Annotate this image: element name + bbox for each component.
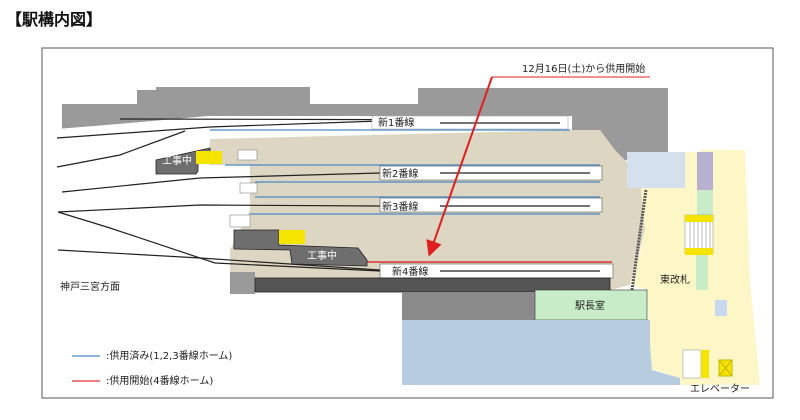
building-north: [62, 87, 680, 160]
legend-label-2: :供用開始(4番線ホーム): [106, 374, 213, 387]
room-small: [715, 300, 727, 316]
direction-label: 神戸三宮方面: [60, 280, 120, 293]
concourse: [627, 150, 760, 385]
legend-label-1: :供用済み(1,2,3番線ホーム): [106, 349, 232, 362]
legend: :供用済み(1,2,3番線ホーム) :供用開始(4番線ホーム): [72, 349, 232, 387]
escalator-icon: [196, 151, 222, 164]
tracks: [56, 118, 561, 272]
platform-3-label: 新3番線: [382, 200, 418, 213]
platform-1-label: 新1番線: [378, 116, 414, 129]
platform-2: 新2番線: [225, 164, 603, 183]
construction-label-2: 工事中: [307, 249, 337, 262]
platform-3: 新3番線: [250, 196, 603, 215]
announcement-arrow: [426, 76, 493, 257]
stairs-icon: [682, 349, 702, 379]
escalator-icon: [279, 230, 305, 244]
east-gate-label: 東改札: [660, 273, 690, 286]
platform-4: 新4番線: [355, 261, 614, 279]
station-master-label: 駅長室: [575, 299, 605, 312]
escalator-icon: [701, 350, 709, 378]
building-area: [402, 320, 650, 378]
station-master-room: [534, 289, 648, 321]
platform-1: 新1番線: [210, 115, 570, 131]
escalator-icon: [685, 215, 713, 222]
page-title: 【駅構内図】: [6, 10, 103, 29]
building-block: [402, 292, 535, 320]
announcement-label: 12月16日(土)から供用開始: [522, 62, 645, 75]
platform-2-label: 新2番線: [382, 167, 418, 180]
platform-4-label: 新4番線: [392, 265, 428, 278]
escalator-icon: [685, 248, 713, 255]
elevator-label: エレベーター: [690, 383, 750, 395]
building-block: [230, 272, 255, 294]
construction-label: 工事中: [162, 154, 192, 167]
ticket-gates: [630, 189, 648, 291]
stairs-icon: [229, 149, 258, 228]
room-purple: [697, 152, 713, 190]
room-blue: [627, 152, 685, 188]
